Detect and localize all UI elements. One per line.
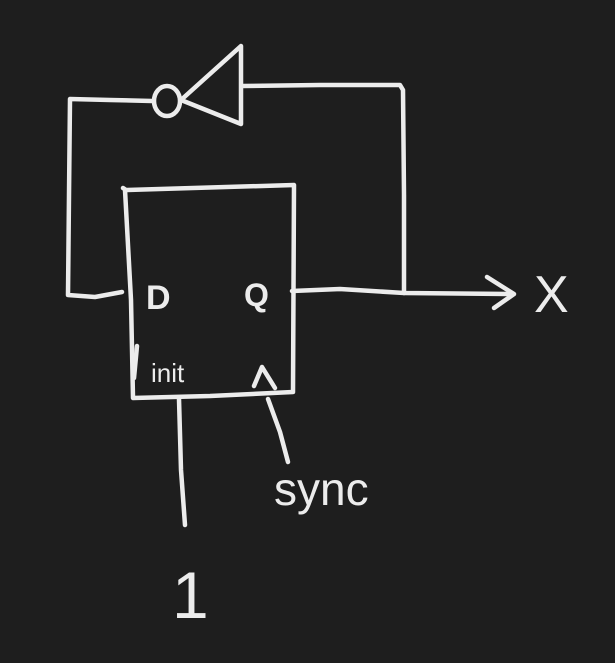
output-wire	[289, 286, 515, 297]
output-label: X	[534, 266, 569, 324]
feedback-wire-left	[65, 96, 155, 300]
init-value-label: 1	[172, 558, 209, 632]
inverter-bubble	[151, 83, 183, 119]
init-wire	[176, 396, 188, 528]
q-output-label: Q	[244, 277, 269, 313]
feedback-wire-right	[239, 82, 407, 296]
sync-label: sync	[274, 463, 369, 515]
output-arrowhead	[484, 274, 517, 311]
init-tick	[131, 343, 140, 381]
sync-wire	[265, 396, 291, 465]
flipflop-box	[120, 182, 297, 401]
init-label: init	[151, 358, 185, 388]
d-input-label: D	[146, 279, 171, 317]
clock-edge-marker	[251, 364, 278, 391]
inverter-triangle	[178, 43, 244, 127]
